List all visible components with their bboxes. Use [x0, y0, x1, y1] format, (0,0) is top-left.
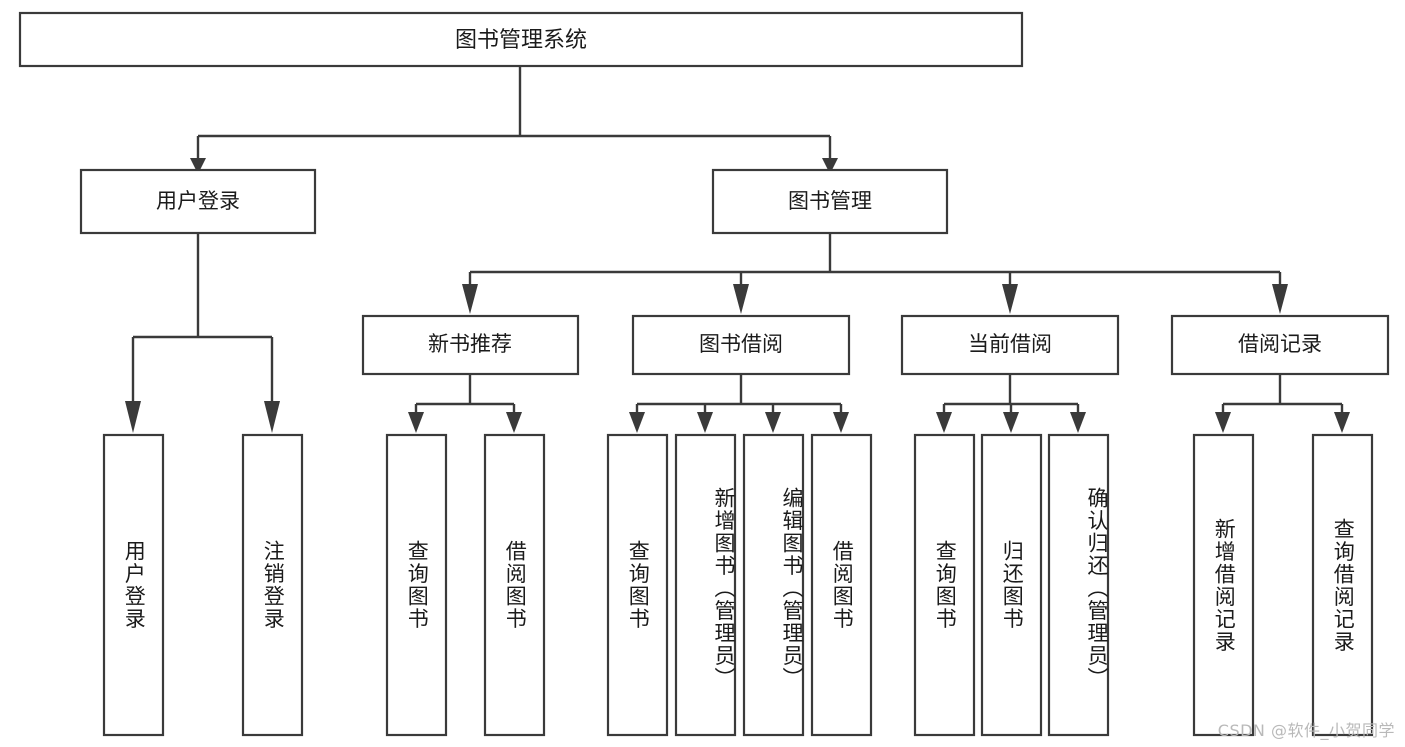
- arrow-head-leaf-return-book: [1003, 412, 1019, 433]
- arrow-head-leaf-add-book: [697, 412, 713, 433]
- node-book-manage-box[interactable]: [711, 168, 949, 235]
- node-user-login-box[interactable]: [79, 168, 317, 235]
- leaf-add-book-box[interactable]: [674, 433, 737, 737]
- node-book-manage[interactable]: 图书管理: [711, 168, 949, 235]
- arrow-head-leaf-query-book-2: [629, 412, 645, 433]
- connector-root-to-level2: [196, 66, 832, 158]
- leaf-query-book-3-box[interactable]: [913, 433, 976, 737]
- node-book-manage-label: 图书管理: [788, 189, 872, 213]
- arrow-head-user-login: [190, 158, 206, 174]
- leaf-confirm-return-box[interactable]: [1047, 433, 1110, 737]
- node-new-book-recommend-label: 新书推荐: [428, 332, 512, 356]
- arrow-head-leaf-confirm-return: [1070, 412, 1086, 433]
- leaf-query-book-1-box[interactable]: [385, 433, 448, 737]
- arrow-head-leaf-edit-book: [765, 412, 781, 433]
- node-user-login-label: 用户登录: [156, 189, 240, 213]
- connector-new-book-recommend-to-leaves: [414, 374, 516, 412]
- arrow-head-leaf-query-book-3: [936, 412, 952, 433]
- node-new-book-recommend-box[interactable]: [361, 314, 580, 376]
- arrow-head-leaf-borrow-book-1: [506, 412, 522, 433]
- arrow-head-leaf-query-borrow-record: [1334, 412, 1350, 433]
- leaf-return-book-box[interactable]: [980, 433, 1043, 737]
- connector-current-borrow-to-leaves: [942, 374, 1080, 412]
- node-user-login[interactable]: 用户登录: [79, 168, 317, 235]
- leaf-query-book-2-box[interactable]: [606, 433, 669, 737]
- arrow-head-leaf-query-book-1: [408, 412, 424, 433]
- leaf-borrow-book-1-box[interactable]: [483, 433, 546, 737]
- arrow-head-book-manage: [822, 158, 838, 174]
- arrow-head-book-borrow: [733, 284, 749, 314]
- node-root-label: 图书管理系统: [455, 28, 587, 53]
- connector-book-manage-to-level3: [468, 233, 1282, 284]
- node-new-book-recommend[interactable]: 新书推荐: [361, 314, 580, 376]
- node-book-borrow-label: 图书借阅: [699, 332, 783, 356]
- node-current-borrow[interactable]: 当前借阅: [900, 314, 1120, 376]
- node-root-box[interactable]: [18, 11, 1024, 68]
- connector-book-borrow-to-leaves: [635, 374, 843, 412]
- csdn-watermark: CSDN @软件_小贺同学: [1217, 721, 1395, 740]
- arrow-head-borrow-record: [1272, 284, 1288, 314]
- leaf-logout-login-box[interactable]: [241, 433, 304, 737]
- node-book-borrow-box[interactable]: [631, 314, 851, 376]
- node-borrow-record-label: 借阅记录: [1238, 332, 1322, 356]
- connector-borrow-record-to-leaves: [1221, 374, 1344, 412]
- arrow-head-new-book-recommend: [462, 284, 478, 314]
- node-root[interactable]: 图书管理系统: [18, 11, 1024, 68]
- leaf-query-borrow-record-box[interactable]: [1311, 433, 1374, 737]
- node-book-borrow[interactable]: 图书借阅: [631, 314, 851, 376]
- arrow-head-leaf-user-login: [125, 401, 141, 433]
- leaf-box-layer: [102, 433, 1374, 737]
- arrow-head-leaf-borrow-book-2: [833, 412, 849, 433]
- leaf-user-login-box[interactable]: [102, 433, 165, 737]
- node-borrow-record-box[interactable]: [1170, 314, 1390, 376]
- leaf-edit-book-box[interactable]: [742, 433, 805, 737]
- node-current-borrow-label: 当前借阅: [968, 332, 1052, 356]
- leaf-add-borrow-record-box[interactable]: [1192, 433, 1255, 737]
- arrow-head-leaf-logout-login: [264, 401, 280, 433]
- arrow-head-current-borrow: [1002, 284, 1018, 314]
- arrow-head-leaf-add-borrow-record: [1215, 412, 1231, 433]
- connector-user-login-to-leaves: [131, 233, 274, 401]
- node-current-borrow-box[interactable]: [900, 314, 1120, 376]
- node-borrow-record[interactable]: 借阅记录: [1170, 314, 1390, 376]
- connector-layer: [125, 66, 1350, 433]
- leaf-borrow-book-2-box[interactable]: [810, 433, 873, 737]
